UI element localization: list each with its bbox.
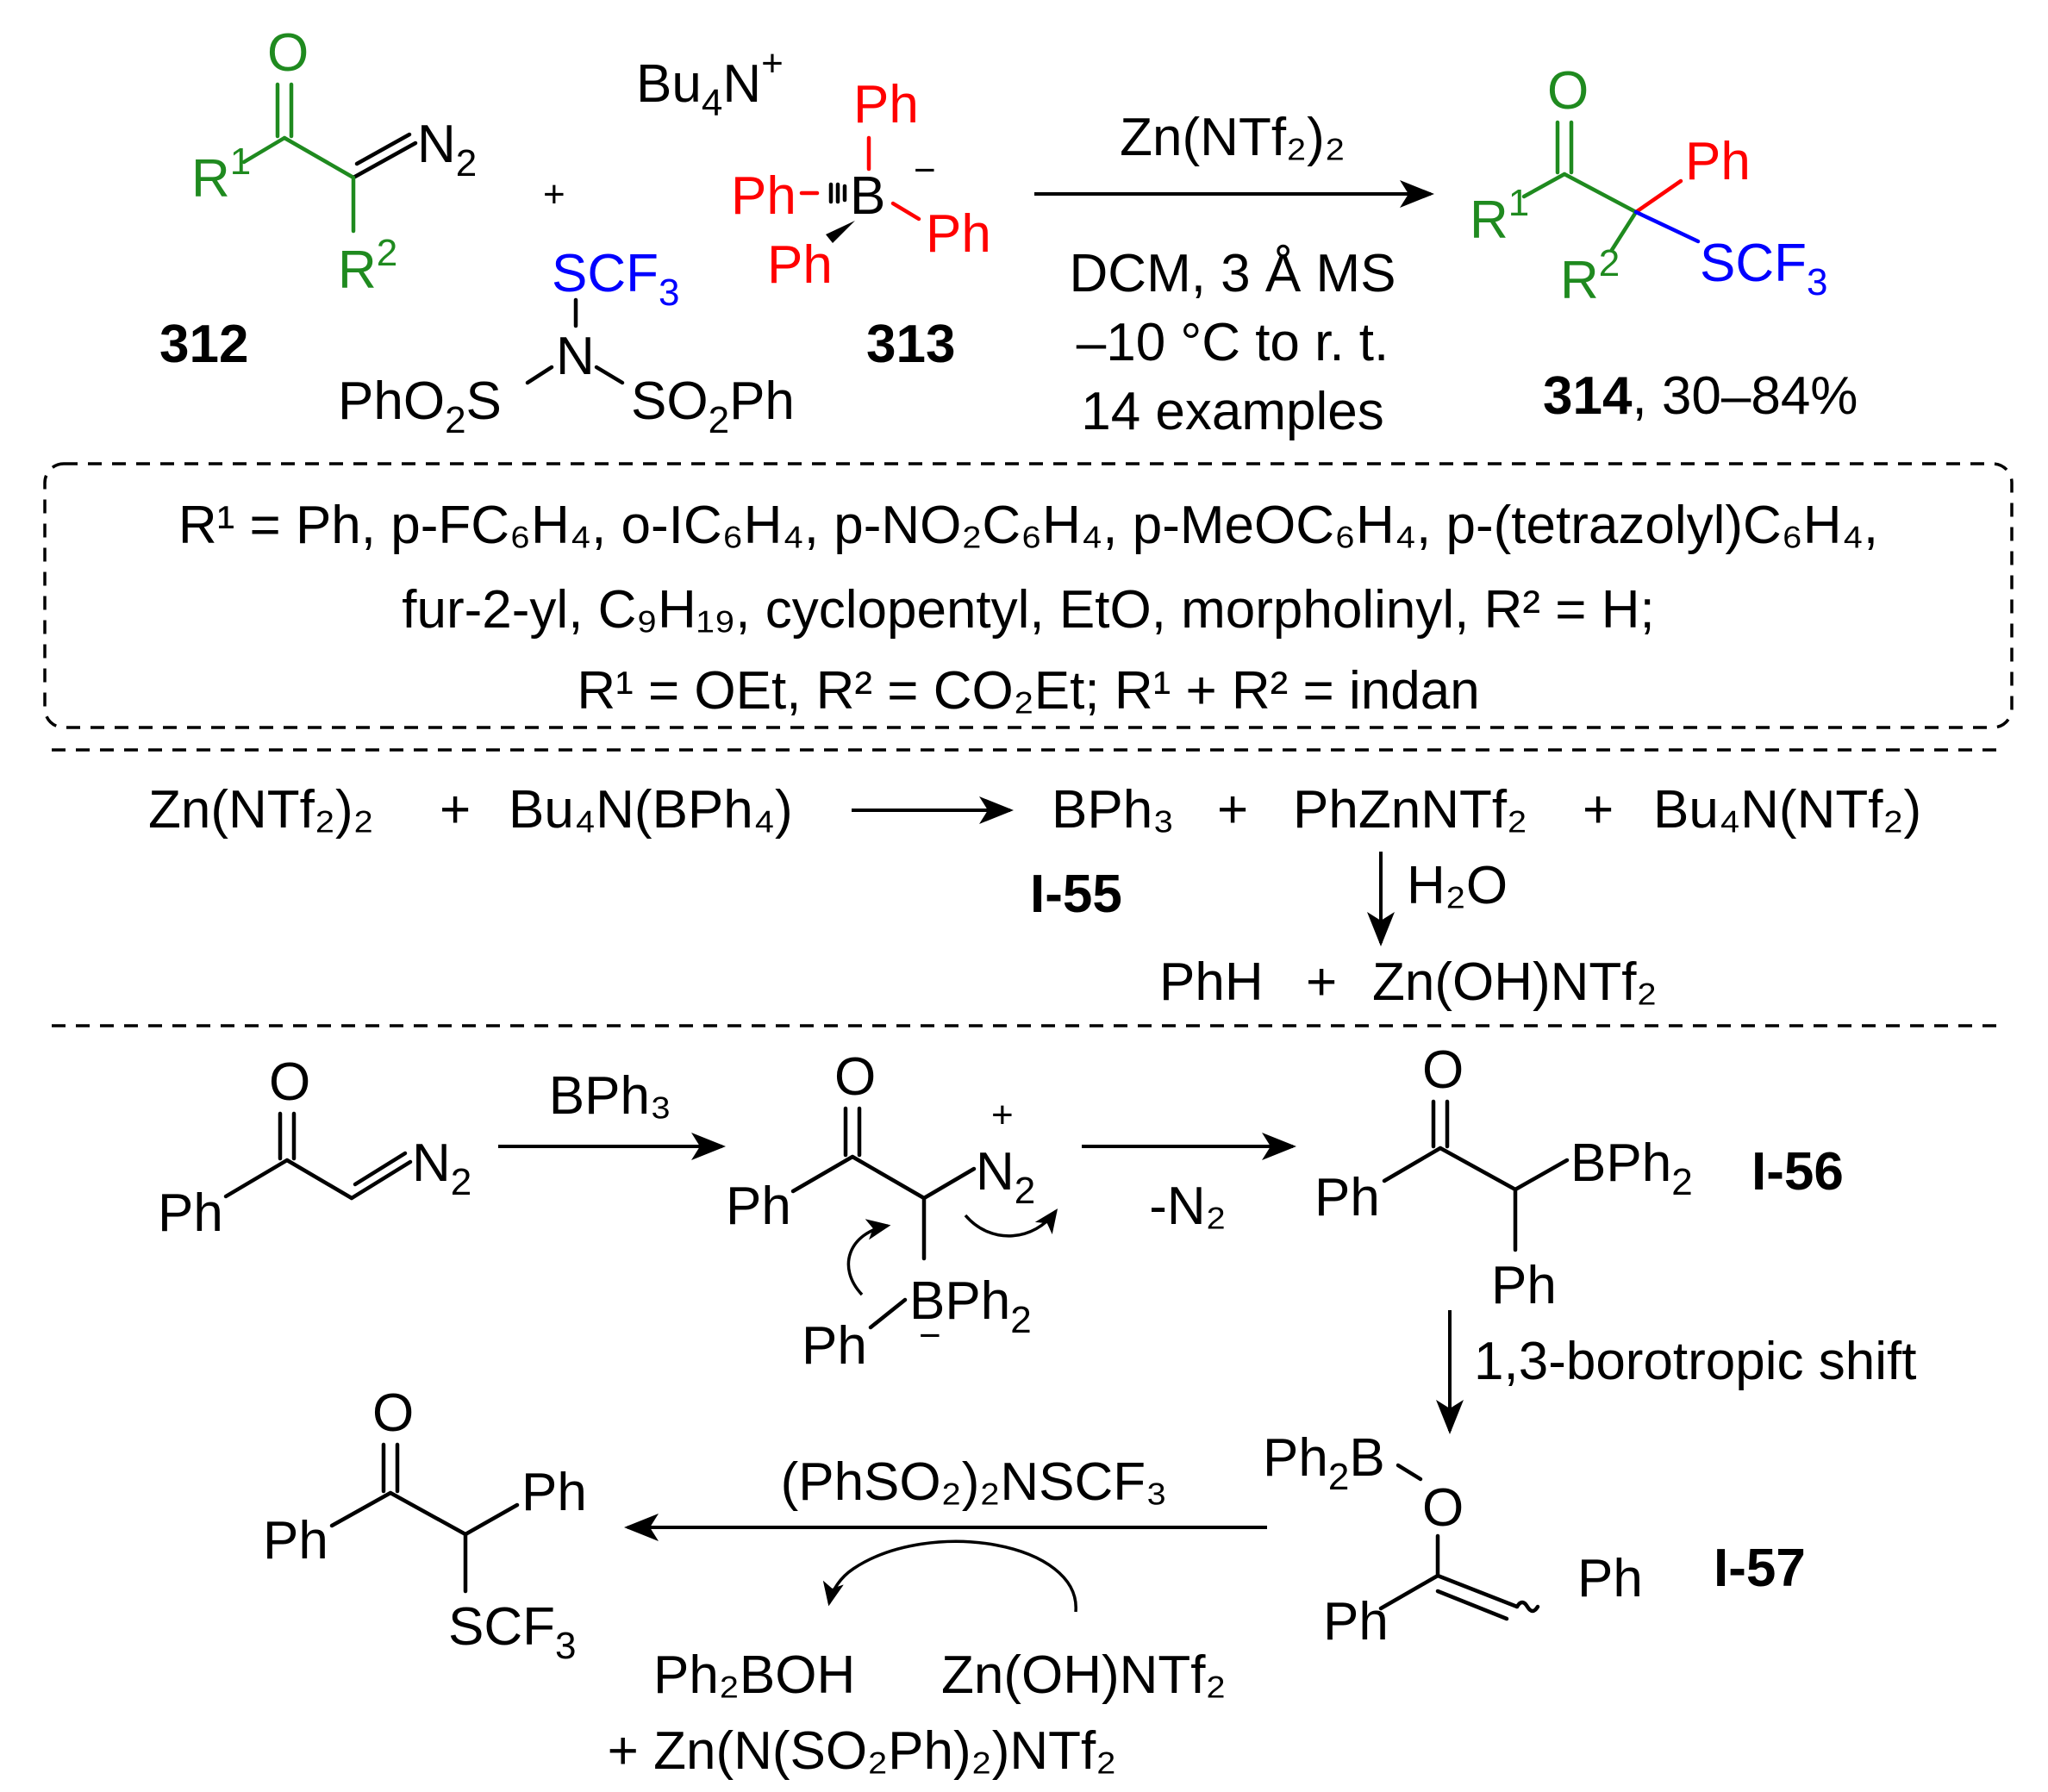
svg-text:+: +: [991, 1094, 1014, 1136]
eq2-zn-hydroxide: Zn(OH)NTf₂: [1372, 952, 1658, 1012]
eq2-water: H₂O: [1407, 856, 1508, 915]
reaction1-condition-3: 14 examples: [1081, 382, 1384, 441]
reaction1-reagent: Zn(NTf₂)₂: [1120, 108, 1346, 167]
svg-text:Ph: Ph: [1577, 1549, 1643, 1608]
svg-text:O: O: [372, 1383, 414, 1443]
compound-313-structure: Bu4N+ Ph B − Ph Ph Ph: [636, 42, 991, 295]
reaction1-condition-1: DCM, 3 Å MS: [1070, 244, 1396, 303]
intermediate-i57-label: I-57: [1714, 1539, 1806, 1598]
svg-text:Ph: Ph: [263, 1511, 328, 1570]
intermediate-i57-structure: Ph2B O Ph Ph: [1263, 1428, 1643, 1652]
svg-text:Ph: Ph: [1491, 1256, 1557, 1315]
svg-text:Ph: Ph: [853, 75, 919, 134]
mech-step1-reagent: BPh₃: [549, 1066, 671, 1126]
byproduct-zn-hydroxide: Zn(OH)NTf₂: [941, 1645, 1227, 1705]
eq2-benzene: PhH: [1159, 952, 1264, 1012]
svg-text:N: N: [556, 327, 595, 386]
mech-step4-reagent: (PhSO₂)₂NSCF₃: [781, 1452, 1168, 1512]
svg-text:BPh2: BPh2: [1570, 1133, 1693, 1203]
intermediate-i56-structure: O Ph BPh2 Ph: [1314, 1040, 1693, 1315]
svg-text:O: O: [269, 1052, 310, 1112]
svg-text:N2: N2: [417, 115, 477, 184]
svg-text:O: O: [1422, 1040, 1464, 1100]
substituent-line-1: R¹ = Ph, p-FC₆H₄, o-IC₆H₄, p-NO₂C₆H₄, p-…: [178, 496, 1878, 555]
svg-text:N2: N2: [976, 1142, 1035, 1212]
svg-text:R1: R1: [191, 140, 251, 209]
svg-text:SO2Ph: SO2Ph: [631, 372, 795, 441]
reaction1-condition-2: –10 °C to r. t.: [1077, 313, 1389, 372]
mech-step2-label: -N₂: [1149, 1177, 1227, 1236]
mech-step3-label: 1,3-borotropic shift: [1474, 1332, 1916, 1391]
svg-text:R2: R2: [1560, 242, 1620, 310]
svg-text:B: B: [850, 166, 885, 226]
eq2-phznntf2: PhZnNTf₂: [1293, 780, 1527, 840]
substituent-line-2: fur-2-yl, C₉H₁₉, cyclopentyl, EtO, morph…: [402, 580, 1654, 640]
svg-text:R2: R2: [338, 232, 397, 300]
svg-text:Ph: Ph: [731, 166, 796, 226]
compound-312-structure: O R1 N2 R2: [191, 23, 477, 300]
svg-text:Ph2B: Ph2B: [1263, 1428, 1385, 1498]
diazoacetophenone-structure: O Ph N2: [158, 1052, 471, 1243]
svg-text:O: O: [834, 1047, 876, 1107]
svg-text:O: O: [1547, 61, 1589, 121]
eq2-bph3: BPh₃: [1052, 780, 1174, 840]
svg-text:PhO2S: PhO2S: [338, 372, 502, 441]
svg-text:Ph: Ph: [926, 204, 991, 264]
eq2-borate: Bu₄N(BPh₄): [509, 780, 793, 840]
plus-sign: +: [543, 173, 565, 215]
svg-text:N2: N2: [412, 1133, 471, 1203]
byproduct-zn-sulfonimide: + Zn(N(SO₂Ph)₂)NTf₂: [608, 1721, 1117, 1781]
svg-text:O: O: [1422, 1478, 1464, 1538]
svg-text:Ph: Ph: [1685, 132, 1751, 191]
eq2-plus-1: +: [440, 780, 471, 840]
eq2-plus-2: +: [1217, 780, 1248, 840]
svg-text:−: −: [914, 149, 936, 191]
svg-text:Ph: Ph: [521, 1463, 587, 1522]
intermediate-i56-label: I-56: [1751, 1142, 1844, 1202]
byproduct-ph2boh: Ph₂BOH: [653, 1645, 855, 1705]
svg-text:R1: R1: [1470, 182, 1529, 250]
eq2-zn-reagent: Zn(NTf₂)₂: [148, 780, 374, 840]
byproduct-curved-arrow: [822, 1539, 1077, 1613]
compound-314-label: 314, 30–84%: [1543, 366, 1858, 426]
svg-text:Bu4N+: Bu4N+: [636, 42, 784, 124]
svg-text:Ph: Ph: [767, 235, 833, 295]
svg-text:O: O: [267, 23, 309, 83]
borate-adduct-structure: O Ph N2 + BPh2 Ph −: [726, 1047, 1058, 1376]
svg-text:−: −: [919, 1314, 941, 1357]
intermediate-i55-label: I-55: [1030, 865, 1122, 924]
svg-text:Ph: Ph: [1314, 1168, 1380, 1227]
substituent-line-3: R¹ = OEt, R² = CO₂Et; R¹ + R² = indan: [577, 661, 1479, 721]
svg-text:SCF3: SCF3: [1700, 234, 1827, 303]
eq2-plus-3: +: [1583, 780, 1614, 840]
compound-312-label: 312: [159, 315, 248, 374]
eq2-bu4nntf2: Bu₄N(NTf₂): [1653, 780, 1921, 840]
final-product-structure: O Ph Ph SCF3: [263, 1383, 587, 1667]
compound-313-label: 313: [866, 315, 955, 374]
sulfonimide-reagent-structure: SCF3 N PhO2S SO2Ph: [338, 244, 795, 441]
svg-text:Ph: Ph: [158, 1183, 223, 1243]
eq2-plus-4: +: [1306, 952, 1337, 1012]
svg-text:SCF3: SCF3: [552, 244, 679, 314]
compound-314-structure: O R1 Ph R2 SCF3: [1470, 61, 1827, 310]
svg-text:Ph: Ph: [802, 1316, 867, 1376]
svg-text:Ph: Ph: [726, 1177, 791, 1236]
svg-text:Ph: Ph: [1323, 1592, 1389, 1652]
svg-text:SCF3: SCF3: [448, 1597, 576, 1667]
